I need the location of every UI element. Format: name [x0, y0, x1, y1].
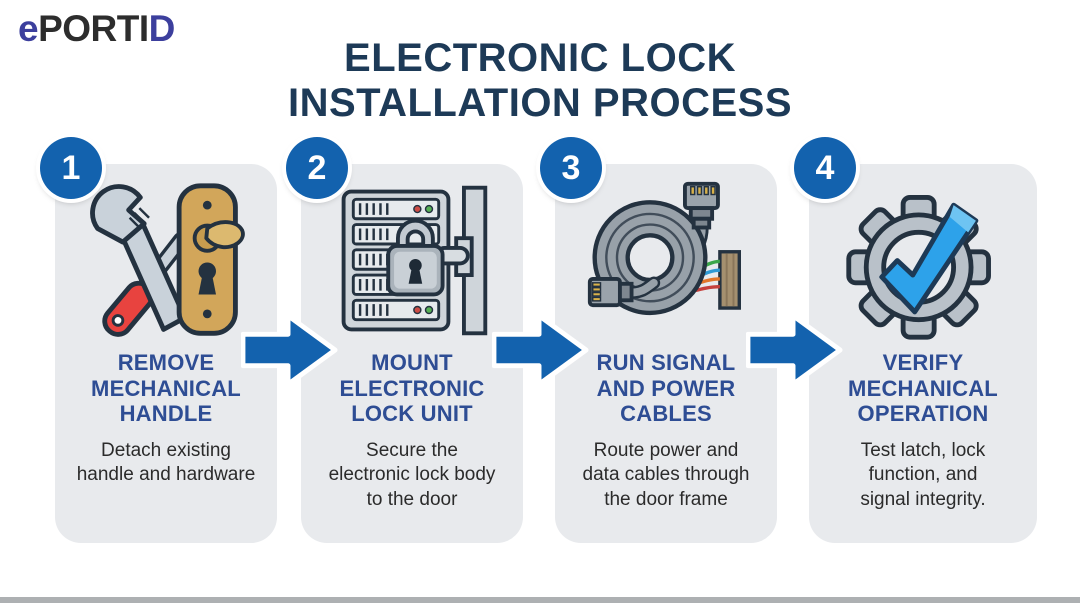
- electronic-lock-unit-icon: [301, 174, 523, 346]
- step-title: REMOVE MECHANICAL HANDLE: [91, 350, 241, 427]
- arrow-right-icon: [241, 313, 338, 387]
- gear-checkmark-icon: [809, 174, 1037, 346]
- step-number-badge: 4: [794, 137, 856, 199]
- step-number-badge: 1: [40, 137, 102, 199]
- network-cable-icon: [555, 174, 777, 346]
- bottom-edge-strip: [0, 597, 1080, 603]
- logo-text-e: e: [18, 8, 39, 49]
- step-description: Secure the electronic lock body to the d…: [328, 439, 496, 510]
- step-description: Route power and data cables through the …: [582, 439, 750, 510]
- logo-text-porti: PORTI: [38, 8, 149, 49]
- step-number-badge: 2: [286, 137, 348, 199]
- eportid-logo: ePORTID: [18, 8, 175, 50]
- step-description: Test latch, lock function, and signal in…: [860, 439, 986, 510]
- logo-text-d: D: [148, 8, 176, 49]
- step-card-4: 4 VERIFY MECHANICAL OPERATION Test l: [794, 137, 1037, 543]
- arrow-right-icon: [746, 313, 843, 387]
- step-card-2: 2: [286, 137, 523, 543]
- step-title: MOUNT ELECTRONIC LOCK UNIT: [339, 350, 485, 427]
- step-title: RUN SIGNAL AND POWER CABLES: [596, 350, 736, 427]
- step-card-1: 1: [40, 137, 277, 543]
- step-title: VERIFY MECHANICAL OPERATION: [848, 350, 998, 427]
- step-description: Detach existing handle and hardware: [76, 439, 256, 486]
- page-title: ELECTRONIC LOCK INSTALLATION PROCESS: [287, 36, 793, 126]
- step-card-3: 3: [540, 137, 777, 543]
- step-number-badge: 3: [540, 137, 602, 199]
- wrench-and-door-handle-icon: [55, 174, 277, 346]
- arrow-right-icon: [492, 313, 589, 387]
